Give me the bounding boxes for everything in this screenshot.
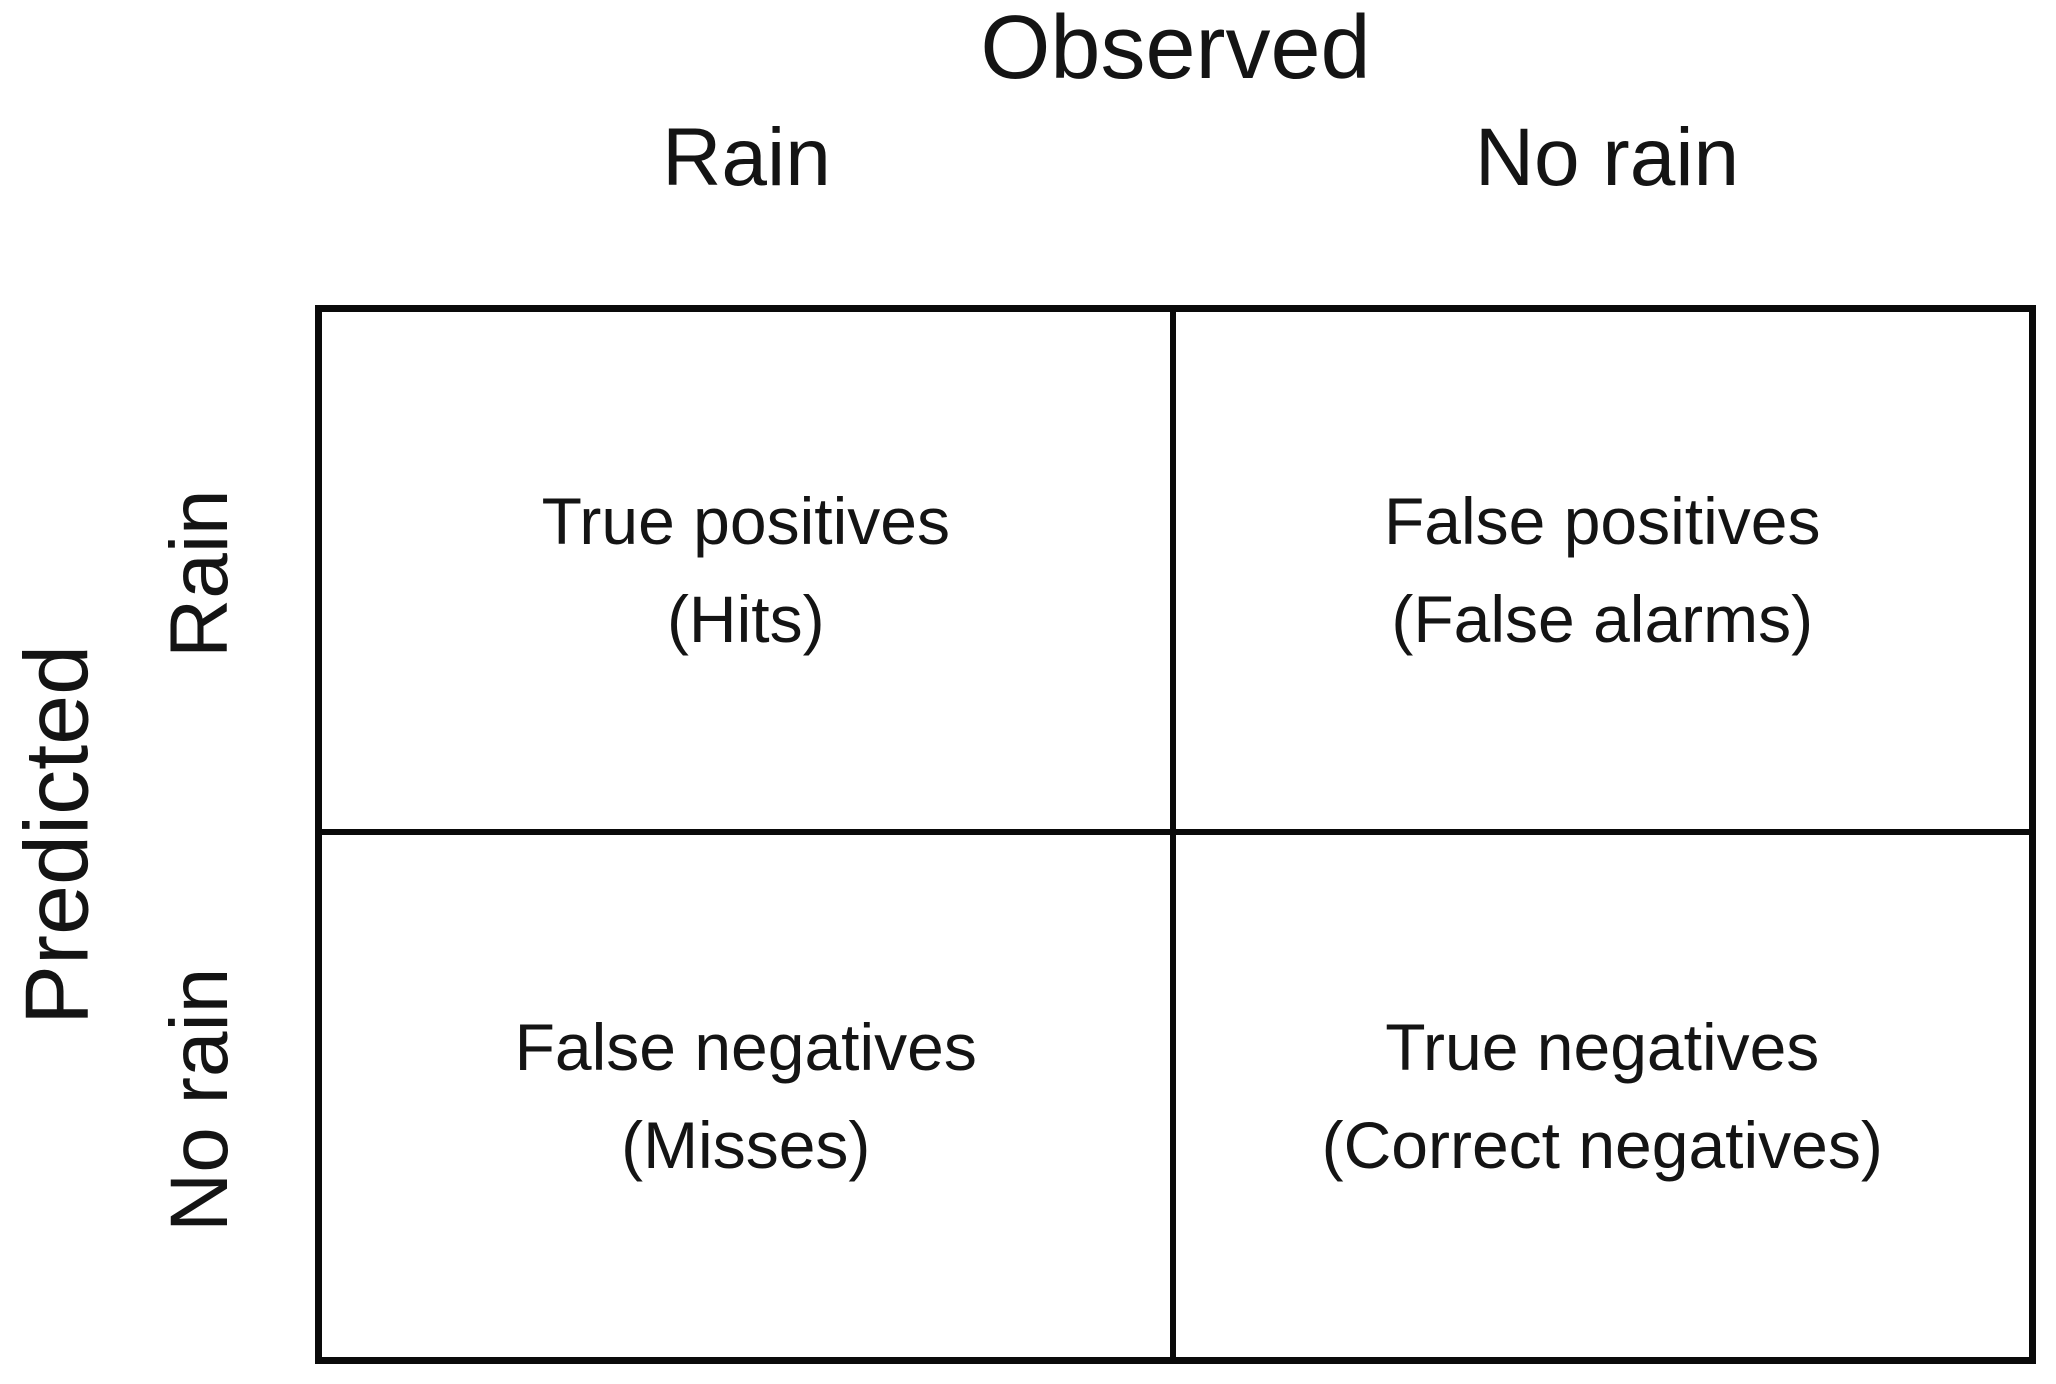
row-header-no-rain: No rain: [154, 967, 245, 1233]
cell-true-positives: True positives (Hits): [322, 312, 1176, 835]
cell-label: False negatives: [514, 1009, 977, 1084]
cell-false-negatives: False negatives (Misses): [322, 834, 1176, 1357]
cell-sublabel: (Correct negatives): [1321, 1107, 1883, 1182]
cell-sublabel: (Misses): [621, 1107, 871, 1182]
predicted-axis-label: Predicted: [7, 644, 108, 1025]
row-header-rain: Rain: [154, 489, 245, 658]
cell-true-negatives: True negatives (Correct negatives): [1176, 835, 2030, 1358]
matrix-table: True positives (Hits) False positives (F…: [315, 305, 2036, 1364]
col-header-no-rain: No rain: [1474, 112, 1740, 203]
cell-label: True negatives: [1385, 1009, 1820, 1084]
cell-label: False positives: [1383, 484, 1821, 559]
observed-axis-label: Observed: [980, 0, 1371, 98]
cell-label: True positives: [541, 484, 950, 559]
cell-sublabel: (Hits): [666, 582, 825, 657]
cell-false-positives: False positives (False alarms): [1175, 312, 2029, 835]
cell-sublabel: (False alarms): [1391, 582, 1814, 657]
col-header-rain: Rain: [662, 112, 831, 203]
